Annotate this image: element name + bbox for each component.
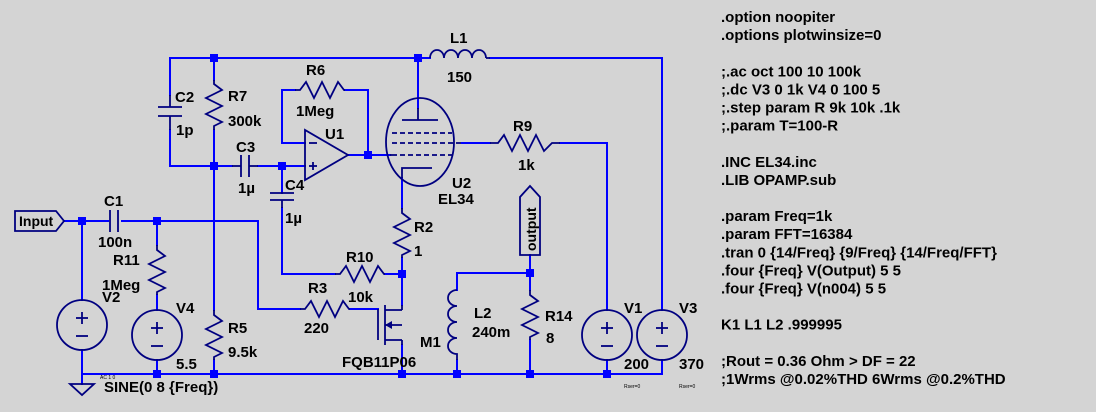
inductor-l2[interactable]: L2 240m — [447, 289, 510, 360]
spice-directive-line[interactable]: .LIB OPAMP.sub — [721, 172, 836, 189]
source-v3[interactable]: V3 370 Rser=0 — [636, 300, 704, 390]
output-port-label: output — [523, 207, 539, 251]
spice-directive-line[interactable]: .INC EL34.inc — [721, 154, 817, 171]
spice-directive-line[interactable]: ;.dc V3 0 1k V4 0 100 5 — [721, 81, 880, 98]
c2-value: 1p — [176, 122, 194, 139]
resistor-r6[interactable]: R6 1Meg — [295, 62, 345, 120]
inductor-l1[interactable]: L1 150 — [429, 30, 490, 86]
v1-small: Rser=0 — [624, 384, 640, 390]
r6-value: 1Meg — [296, 103, 334, 120]
mosfet-m1[interactable]: M1 FQB11P06 — [342, 305, 441, 371]
spice-directive-line[interactable]: .four {Freq} V(Output) 5 5 — [721, 262, 901, 279]
output-port[interactable]: output — [519, 184, 541, 256]
c4-value: 1µ — [285, 210, 302, 227]
v2-value: SINE(0 8 {Freq}) — [104, 379, 218, 396]
spice-directive-line[interactable]: .options plotwinsize=0 — [721, 27, 881, 44]
capacitor-c2[interactable]: C2 1p — [158, 89, 194, 139]
resistor-r10[interactable]: R10 10k — [335, 249, 385, 306]
v3-small: Rser=0 — [679, 384, 695, 390]
resistor-r5[interactable]: R5 9.5k — [203, 310, 258, 361]
v3-value: 370 — [679, 356, 704, 373]
capacitor-c1[interactable]: C1 100n — [98, 193, 132, 251]
spice-directive-line[interactable]: K1 L1 L2 .999995 — [721, 317, 842, 334]
m1-value: FQB11P06 — [342, 354, 416, 371]
r5-value: 9.5k — [228, 344, 258, 361]
spice-directive-line[interactable]: ;.step param R 9k 10k .1k — [721, 100, 901, 117]
r7-value: 300k — [228, 113, 262, 130]
v4-name: V4 — [176, 300, 195, 317]
opamp-u1[interactable]: U1 — [304, 126, 350, 182]
tube-u2[interactable]: U2 EL34 — [385, 97, 475, 208]
resistor-r7[interactable]: R7 300k — [203, 80, 262, 130]
r5-name: R5 — [228, 320, 247, 337]
resistor-r11[interactable]: R11 1Meg — [102, 245, 168, 295]
v4-value: 5.5 — [176, 356, 197, 373]
r10-value: 10k — [348, 289, 374, 306]
r7-name: R7 — [228, 88, 247, 105]
r3-value: 220 — [304, 320, 329, 337]
r2-value: 1 — [414, 243, 422, 260]
input-port-label: Input — [19, 213, 54, 229]
r9-name: R9 — [513, 118, 532, 135]
l2-name: L2 — [474, 305, 492, 322]
v1-name: V1 — [624, 300, 642, 317]
c2-name: C2 — [175, 89, 194, 106]
c1-value: 100n — [98, 234, 132, 251]
c3-value: 1µ — [238, 180, 255, 197]
v3-name: V3 — [679, 300, 697, 317]
r6-name: R6 — [306, 62, 325, 79]
wires — [63, 57, 663, 385]
spice-directive-line[interactable]: ;.param T=100-R — [721, 118, 838, 135]
source-v4[interactable]: V4 5.5 — [131, 300, 197, 373]
resistor-r9[interactable]: R9 1k — [490, 118, 560, 174]
r9-value: 1k — [518, 157, 535, 174]
l1-name: L1 — [450, 30, 468, 47]
resistor-r14[interactable]: R14 8 — [519, 290, 573, 347]
m1-name: M1 — [420, 334, 441, 351]
u2-name: U2 — [452, 175, 471, 192]
r2-name: R2 — [414, 219, 433, 236]
spice-directive-line[interactable]: ;Rout = 0.36 Ohm > DF = 22 — [721, 353, 916, 370]
source-v1[interactable]: V1 200 Rser=0 — [581, 300, 649, 390]
l1-value: 150 — [447, 69, 472, 86]
c4-name: C4 — [285, 177, 305, 194]
spice-directive-line[interactable]: .four {Freq} V(n004) 5 5 — [721, 281, 886, 298]
ground-symbol — [67, 383, 97, 397]
v2-small: AC 1 0 — [100, 375, 116, 381]
capacitor-c3[interactable]: C3 1µ — [232, 139, 258, 197]
spice-directive-line[interactable]: .param Freq=1k — [721, 208, 833, 225]
junctions — [78, 54, 611, 378]
v2-name: V2 — [102, 289, 120, 306]
r11-name: R11 — [113, 252, 140, 269]
capacitor-c4[interactable]: C4 1µ — [270, 177, 305, 227]
spice-directive-line[interactable]: .tran 0 {14/Freq} {9/Freq} {14/Freq/FFT} — [721, 244, 997, 261]
r14-value: 8 — [546, 330, 554, 347]
r10-name: R10 — [346, 249, 374, 266]
l2-value: 240m — [472, 324, 510, 341]
r11-value: 1Meg — [102, 277, 140, 294]
input-port[interactable]: Input — [14, 210, 66, 232]
resistor-r2[interactable]: R2 1 — [391, 208, 433, 260]
r14-name: R14 — [545, 308, 573, 325]
spice-directive-line[interactable]: .option noopiter — [721, 9, 835, 26]
u1-name: U1 — [325, 126, 344, 143]
spice-directives: .option noopiter.options plotwinsize=0;.… — [721, 9, 1006, 388]
u2-value: EL34 — [438, 191, 475, 208]
spice-directive-line[interactable]: ;1Wrms @0.02%THD 6Wrms @0.2%THD — [721, 371, 1006, 388]
v1-value: 200 — [624, 356, 649, 373]
spice-directive-line[interactable]: .param FFT=16384 — [721, 226, 853, 243]
spice-directive-line[interactable]: ;.ac oct 100 10 100k — [721, 63, 862, 80]
r3-name: R3 — [308, 280, 327, 297]
resistor-r3[interactable]: R3 220 — [300, 280, 350, 337]
c1-name: C1 — [104, 193, 123, 210]
source-v2[interactable]: V2 AC 1 0 SINE(0 8 {Freq}) — [56, 289, 218, 396]
c3-name: C3 — [236, 139, 255, 156]
